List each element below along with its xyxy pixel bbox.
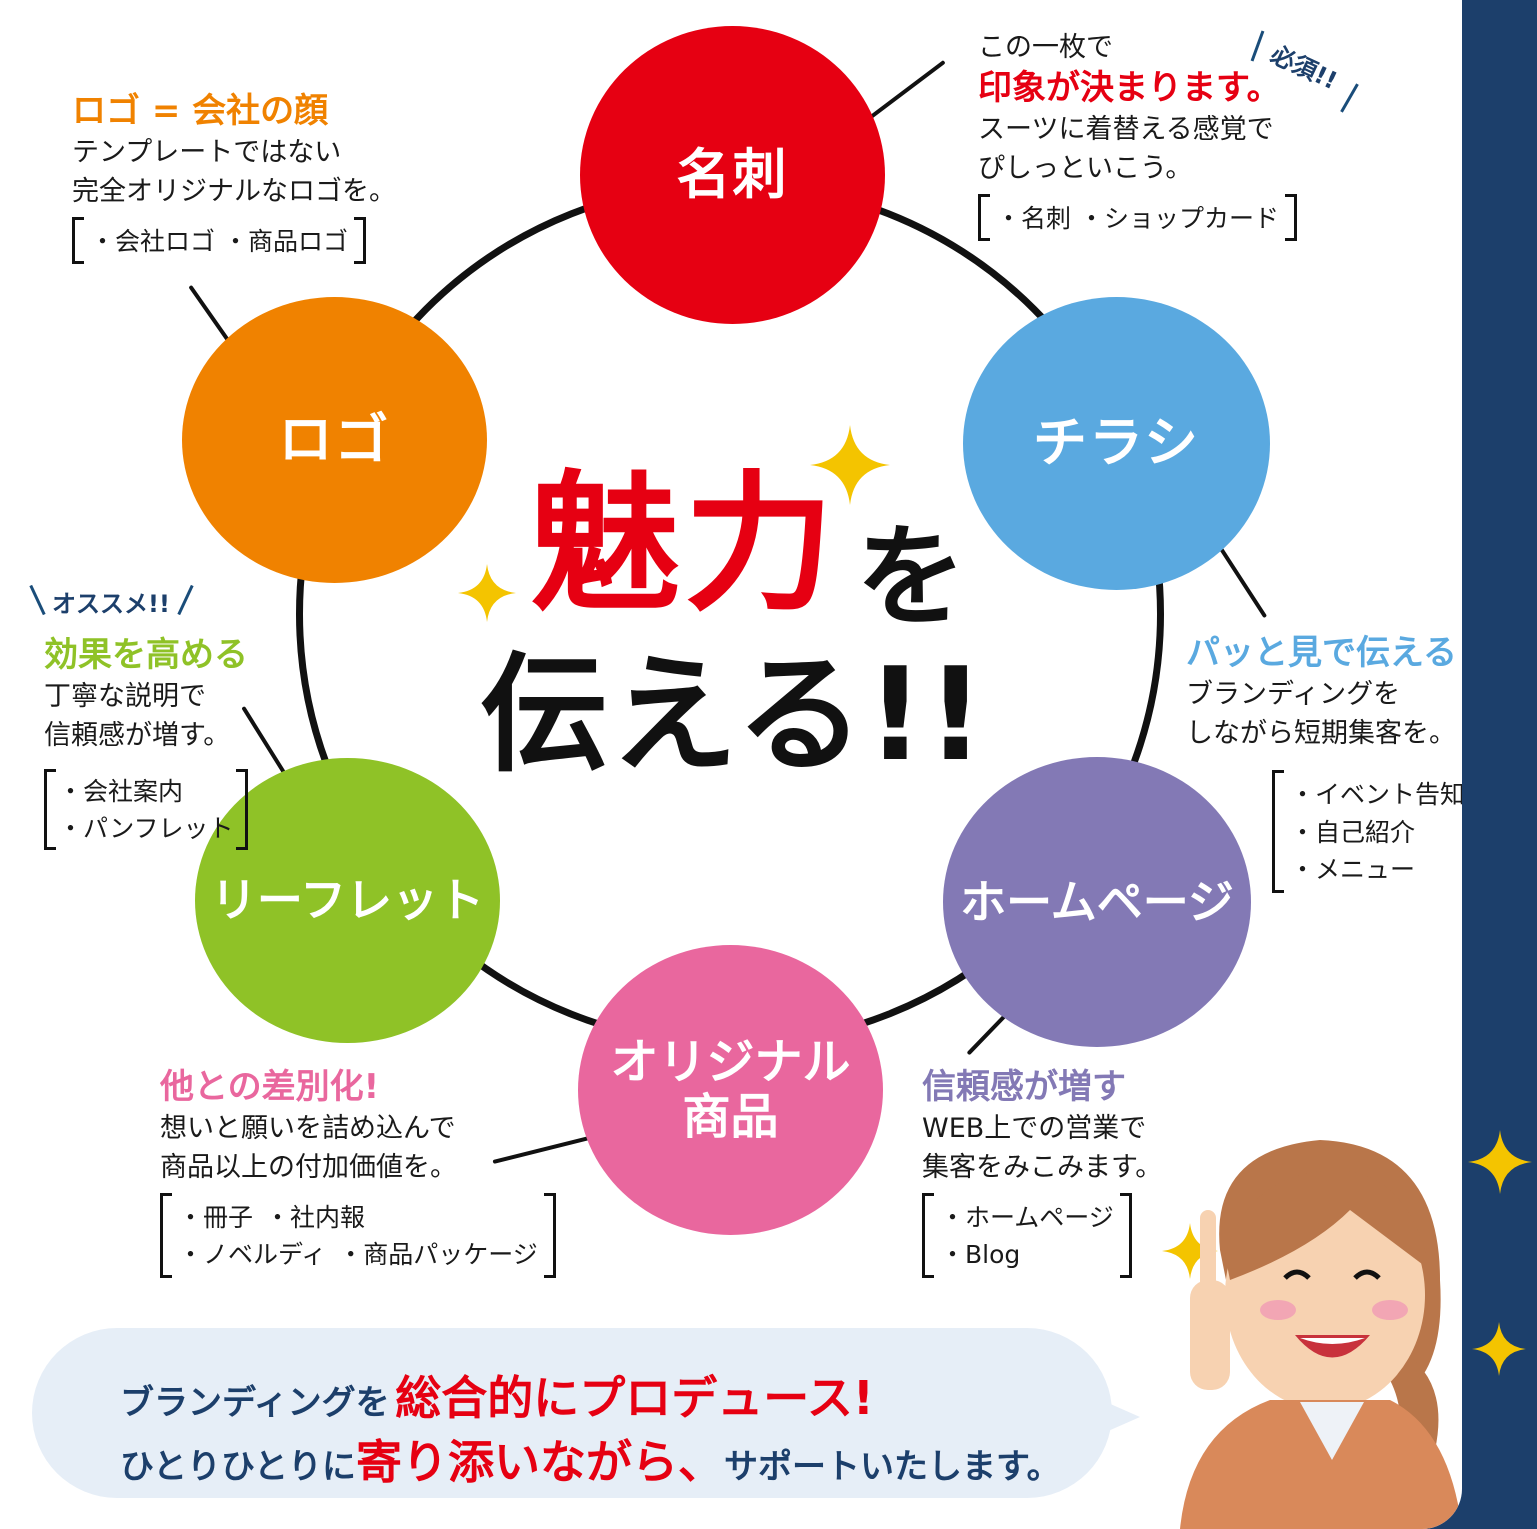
original-item: ・社内報 <box>265 1202 366 1232</box>
node-original-label: オリジナル 商品 <box>610 1033 851 1145</box>
meishi-text: この一枚で 印象が決まります。 スーツに着替える感覚で ぴしっといこう。 ・名刺… <box>978 28 1297 241</box>
leaflet-item: ・会社案内 <box>58 776 184 806</box>
meishi-highlight: 印象が決まります。 <box>978 68 1281 109</box>
chirashi-items: ・イベント告知 ・自己紹介 ・メニュー <box>1272 764 1462 893</box>
chirashi-item: ・自己紹介 <box>1290 817 1416 847</box>
speech-bubble <box>32 1328 1112 1498</box>
bubble-r2-small1: ひとりひとりに <box>120 1447 356 1487</box>
sparkle-icon <box>810 425 890 505</box>
leaflet-item: ・パンフレット <box>58 814 234 844</box>
logo-items-box: ・会社ロゴ ・商品ロゴ <box>72 216 366 265</box>
speech-bubble-tail <box>1090 1395 1140 1439</box>
node-leaflet[interactable]: リーフレット <box>195 758 500 1043</box>
node-logo-label: ロゴ <box>278 407 391 471</box>
logo-items: ・会社ロゴ ・商品ロゴ <box>90 226 348 256</box>
homepage-line2: 集客をみこみます。 <box>922 1151 1163 1183</box>
bubble-r2-big: 寄り添いながら、 <box>355 1435 724 1489</box>
logo-text: ロゴ = 会社の顔 テンプレートではない 完全オリジナルなロゴを。 ・会社ロゴ … <box>72 90 396 264</box>
node-leaflet-label: リーフレット <box>210 873 485 928</box>
leaflet-line1: 丁寧な説明で <box>44 680 206 712</box>
original-items-row: ・ノベルディ ・商品パッケージ <box>178 1236 538 1274</box>
node-meishi-label: 名刺 <box>676 142 789 206</box>
meishi-line4: ぴしっといこう。 <box>978 152 1193 184</box>
bubble-r1-small: ブランディングを <box>120 1383 390 1423</box>
original-head: 他との差別化! <box>160 1067 380 1107</box>
chirashi-item: ・イベント告知 <box>1290 780 1462 809</box>
logo-line1: テンプレートではない <box>72 136 342 168</box>
bubble-r2-small2: サポートいたします。 <box>723 1447 1061 1487</box>
node-homepage[interactable]: ホームページ <box>943 757 1251 1047</box>
main-panel: 名刺 チラシ ホームページ オリジナル 商品 リーフレット ロゴ 魅力 を 伝え… <box>0 0 1462 1529</box>
woman-illustration <box>1180 1140 1462 1529</box>
bubble-row1: ブランディングを 総合的にプロデュース! <box>120 1362 874 1428</box>
node-homepage-label: ホームページ <box>960 874 1234 929</box>
bubble-r1-big: 総合的にプロデュース! <box>395 1371 874 1425</box>
sparkle-icon <box>458 564 516 622</box>
leaflet-head: 効果を高める <box>44 635 248 675</box>
original-line2: 商品以上の付加価値を。 <box>160 1151 457 1183</box>
node-meishi[interactable]: 名刺 <box>580 26 885 324</box>
meishi-line3: スーツに着替える感覚で <box>978 113 1274 145</box>
sparkle-icon <box>1468 1130 1532 1194</box>
original-text: 他との差別化! 想いと願いを詰め込んで 商品以上の付加価値を。 ・冊子 ・社内報… <box>160 1066 556 1278</box>
logo-line2: 完全オリジナルなロゴを。 <box>72 175 396 207</box>
homepage-text: 信頼感が増す WEB上での営業で 集客をみこみます。 ・ホームページ ・Blog <box>922 1066 1162 1278</box>
chirashi-head: パッと見で伝える <box>1186 633 1457 673</box>
homepage-item: ・Blog <box>940 1240 1021 1270</box>
tag-slash <box>177 584 194 616</box>
sparkle-icon <box>1472 1322 1526 1376</box>
meishi-line1: この一枚で <box>978 32 1113 63</box>
original-item: ・冊子 <box>178 1202 254 1232</box>
homepage-items-box: ・ホームページ ・Blog <box>922 1192 1132 1278</box>
homepage-line1: WEB上での営業で <box>922 1112 1147 1144</box>
chirashi-item: ・メニュー <box>1290 855 1416 884</box>
sparkle-icon <box>1162 1223 1218 1279</box>
logo-head: ロゴ = 会社の顔 <box>72 91 329 131</box>
center-line2: 伝える!! <box>480 641 987 790</box>
leaflet-items-box: ・会社案内 ・パンフレット <box>44 768 248 850</box>
node-chirashi[interactable]: チラシ <box>963 297 1270 590</box>
node-logo[interactable]: ロゴ <box>182 297 487 583</box>
original-items-box: ・冊子 ・社内報 ・ノベルディ ・商品パッケージ <box>160 1192 556 1278</box>
original-line1: 想いと願いを詰め込んで <box>160 1112 456 1144</box>
leaflet-line2: 信頼感が増す。 <box>44 719 231 751</box>
chirashi-text: パッと見で伝える ブランディングを しながら短期集客を。 <box>1186 632 1457 753</box>
tag-slash <box>29 584 46 616</box>
node-chirashi-label: チラシ <box>1033 411 1200 475</box>
homepage-item: ・ホームページ <box>940 1202 1114 1232</box>
node-original[interactable]: オリジナル 商品 <box>578 945 883 1235</box>
chirashi-items-box: ・イベント告知 ・自己紹介 ・メニュー <box>1272 770 1462 893</box>
original-items-row: ・冊子 ・社内報 <box>178 1199 538 1237</box>
leaflet-tag: オススメ!! <box>52 590 170 618</box>
homepage-head: 信頼感が増す <box>922 1067 1126 1107</box>
original-item: ・ノベルディ <box>178 1240 327 1270</box>
original-item: ・商品パッケージ <box>338 1240 538 1270</box>
tag-slash <box>1340 83 1359 113</box>
center-word-red: 魅力 <box>530 458 839 632</box>
meishi-items-box: ・名刺 ・ショップカード <box>978 193 1297 242</box>
center-particle: を <box>856 513 966 641</box>
leaflet-text: 効果を高める 丁寧な説明で 信頼感が増す。 ・会社案内 ・パンフレット <box>44 634 248 850</box>
bubble-row2: ひとりひとりに寄り添いながら、サポートいたします。 <box>120 1426 1061 1492</box>
meishi-items: ・名刺 ・ショップカード <box>996 203 1279 233</box>
chirashi-line2: しながら短期集客を。 <box>1186 717 1456 749</box>
chirashi-line1: ブランディングを <box>1186 678 1401 710</box>
